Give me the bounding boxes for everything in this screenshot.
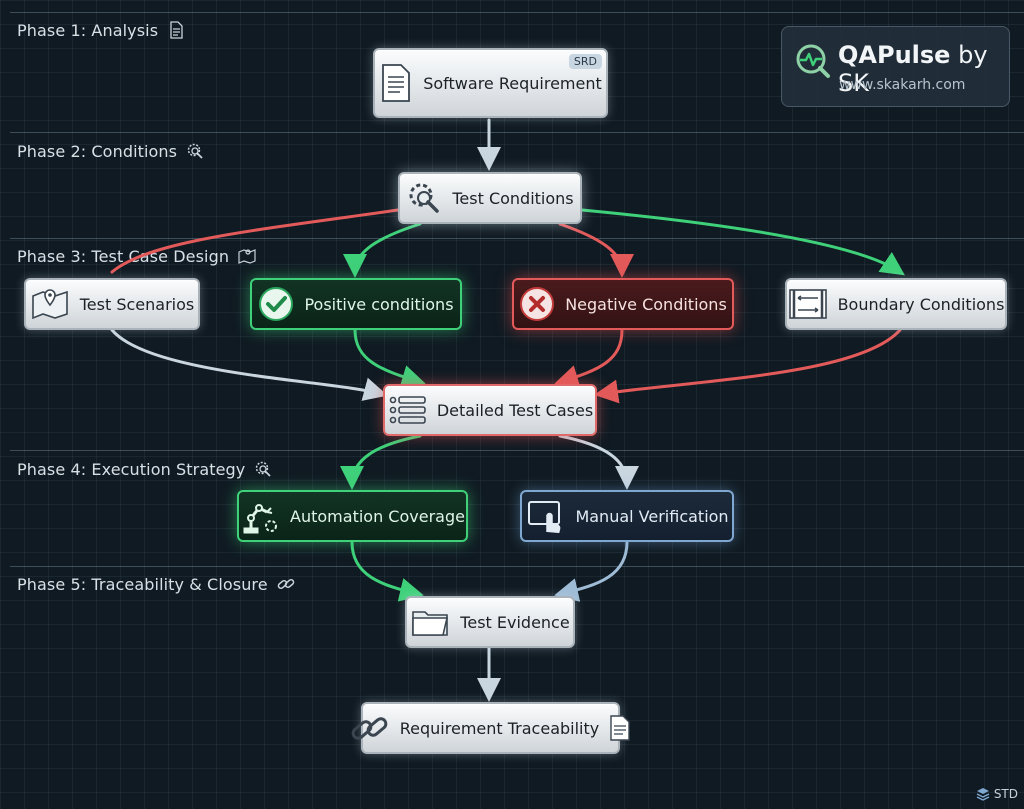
phase-3-label: Phase 3: Test Case Design (17, 246, 257, 266)
edge-manual-to-evidence (554, 540, 629, 602)
node-label: Positive conditions (304, 294, 454, 314)
stack-icon (976, 788, 990, 801)
node-manual-verification[interactable]: Manual Verification (520, 490, 734, 542)
node-automation-coverage[interactable]: Automation Coverage (237, 490, 468, 542)
gear-search-icon (256, 461, 272, 477)
srd-badge: SRD (568, 54, 602, 69)
edge-automation-to-evidence (350, 540, 424, 602)
map-icon (238, 249, 256, 264)
phase-2-text: Phase 2: Conditions (17, 141, 178, 161)
node-detailed-test-cases[interactable]: Detailed Test Cases (383, 384, 597, 436)
phase-divider (10, 132, 1024, 133)
edge-positive-to-detailed (353, 328, 426, 389)
check-circle-icon (259, 287, 294, 321)
node-label: Negative Conditions (565, 294, 727, 314)
phase-1-label: Phase 1: Analysis (17, 20, 186, 40)
node-label: Requirement Traceability (399, 718, 600, 738)
document-icon (382, 64, 411, 102)
edge-detailed-to-manual (558, 434, 639, 490)
link-icon (277, 578, 294, 590)
edge-boundary-to-detailed (594, 328, 902, 404)
node-requirement-traceability[interactable]: Requirement Traceability (351, 702, 630, 754)
node-label: Software Requirement (423, 73, 602, 93)
phase-4-label: Phase 4: Execution Strategy (17, 459, 273, 479)
node-label: Test Conditions (452, 188, 574, 208)
list-icon (389, 396, 426, 424)
node-label: Test Evidence (460, 612, 570, 632)
node-test-evidence[interactable]: Test Evidence (405, 596, 575, 648)
phase-divider (10, 566, 1024, 567)
robot-arm-icon (243, 504, 278, 534)
document-icon (170, 21, 183, 39)
edge-conditions-to-boundary (580, 208, 905, 276)
node-label: Test Scenarios (79, 294, 195, 314)
phase-5-label: Phase 5: Traceability & Closure (17, 574, 296, 594)
node-negative-conditions[interactable]: Negative Conditions (512, 278, 734, 330)
phase-divider (10, 238, 1024, 239)
gear-search-icon (187, 143, 203, 159)
node-label: Boundary Conditions (837, 294, 1005, 314)
ruler-icon (788, 289, 827, 319)
phase-divider (10, 12, 1024, 13)
map-pin-icon (31, 289, 68, 320)
node-test-conditions[interactable]: Test Conditions (398, 172, 582, 224)
brand-name-bold: QAPulse (838, 41, 951, 69)
edge-scenarios-to-detailed (110, 328, 388, 401)
brand-name: QAPulse by SK (838, 41, 1009, 97)
edge-conditions-to-scenarios (110, 208, 400, 274)
node-boundary-conditions[interactable]: Boundary Conditions (785, 278, 1007, 330)
node-label: Detailed Test Cases (436, 400, 594, 420)
phase-4-text: Phase 4: Execution Strategy (17, 459, 246, 479)
phase-divider (10, 450, 1024, 451)
edge-negative-to-detailed (554, 328, 624, 389)
hand-pointer-icon (528, 501, 561, 534)
std-badge: STD (976, 787, 1018, 801)
std-text: STD (993, 787, 1018, 801)
brand-name-rest: by SK (838, 41, 988, 97)
phase-3-text: Phase 3: Test Case Design (17, 246, 230, 266)
brand-card: QAPulse by SK www.skakarh.com (781, 26, 1010, 107)
node-test-scenarios[interactable]: Test Scenarios (24, 278, 200, 330)
node-label: Automation Coverage (290, 506, 465, 526)
phase-1-text: Phase 1: Analysis (17, 20, 159, 40)
folder-icon (412, 611, 449, 636)
phase-5-text: Phase 5: Traceability & Closure (17, 574, 268, 594)
pulse-check-icon (796, 44, 830, 78)
link-icon (351, 717, 388, 740)
phase-2-label: Phase 2: Conditions (17, 141, 205, 161)
edge-conditions-to-negative (558, 222, 634, 278)
edge-conditions-to-positive (343, 222, 422, 278)
document-icon (610, 715, 630, 741)
node-label: Manual Verification (575, 506, 729, 526)
gear-search-icon (409, 183, 440, 213)
brand-url: www.skakarh.com (839, 77, 966, 93)
node-software-requirement[interactable]: SRD Software Requirement (373, 48, 608, 118)
edge-detailed-to-automation (340, 434, 422, 490)
x-circle-icon (520, 287, 555, 321)
node-positive-conditions[interactable]: Positive conditions (250, 278, 462, 330)
